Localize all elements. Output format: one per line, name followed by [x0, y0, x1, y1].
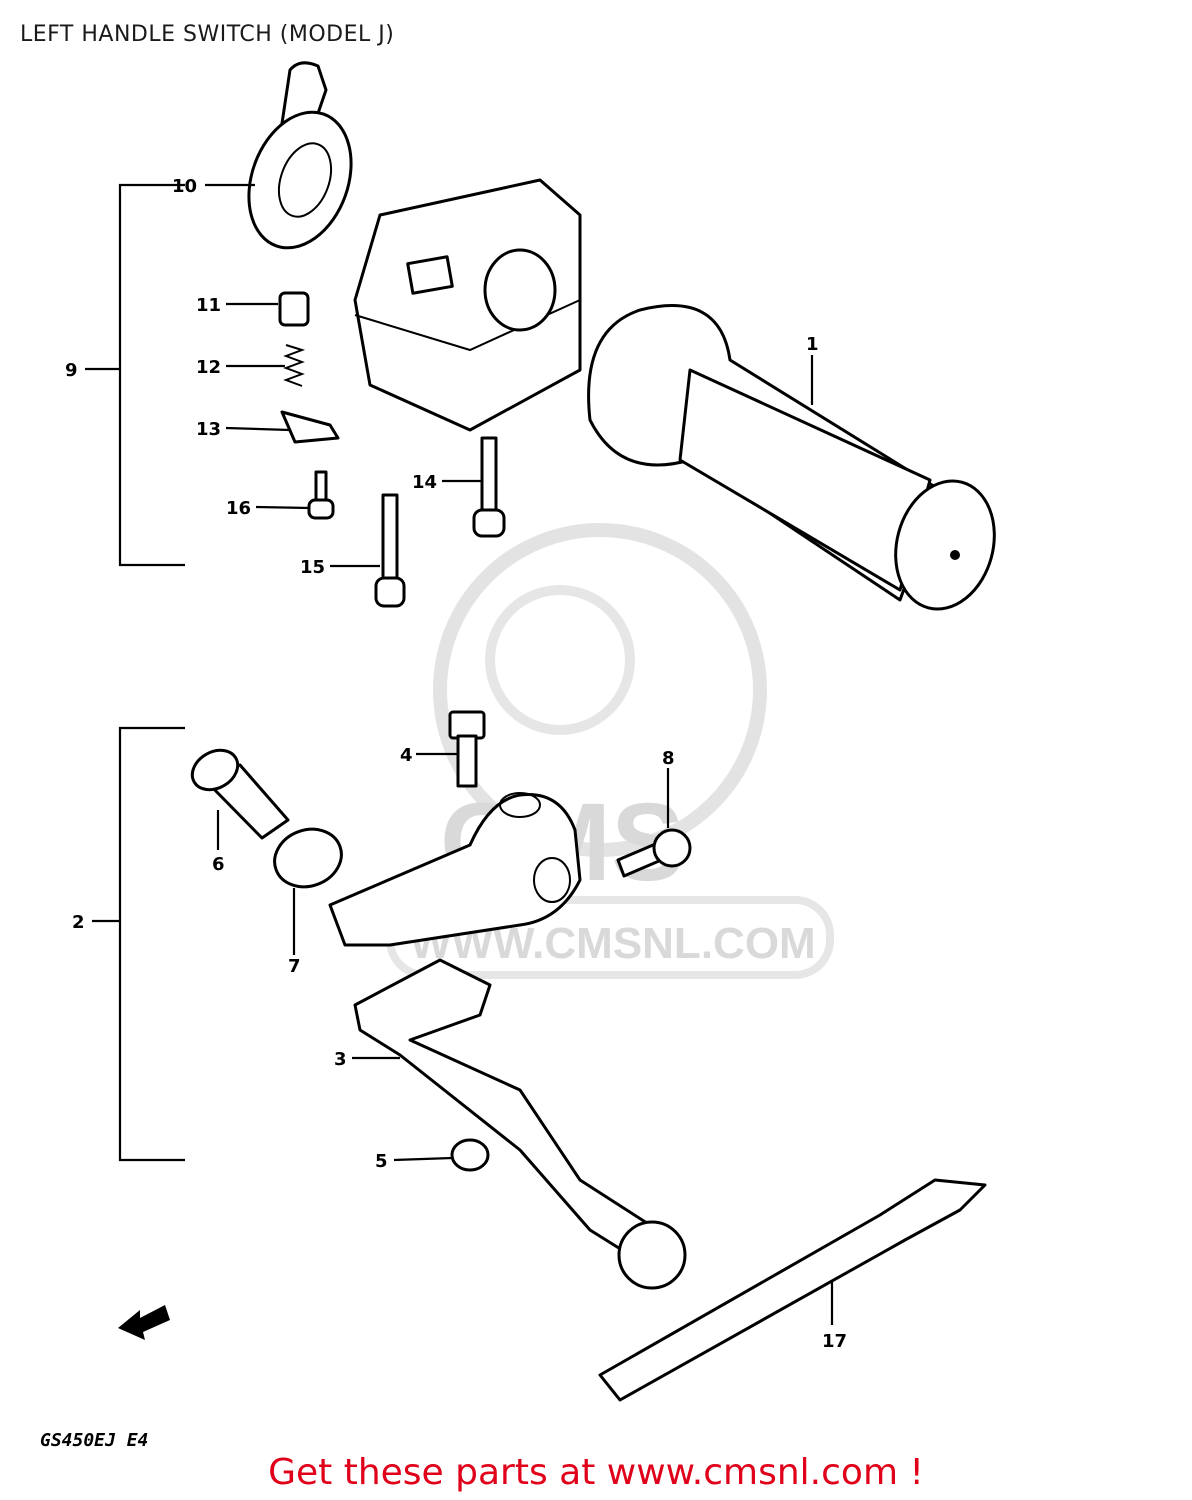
part-9-switch-housing	[353, 178, 582, 432]
part-17-cable-tie	[598, 1178, 987, 1402]
callout-4: 4	[400, 745, 413, 766]
front-direction-arrow-icon	[118, 1305, 170, 1340]
part-15-screw	[374, 493, 406, 608]
leader-lines	[205, 183, 834, 1325]
part-3-clutch-lever	[353, 958, 687, 1290]
bracket-group-2	[92, 726, 185, 1162]
callout-16: 16	[226, 498, 251, 519]
callout-7: 7	[288, 956, 301, 977]
callout-15: 15	[300, 557, 325, 578]
callout-6: 6	[212, 854, 225, 875]
callout-17: 17	[822, 1331, 847, 1352]
part-5-nut	[450, 1138, 490, 1172]
callout-labels: 1 2 3 4 5 6 7 8 9 10 11 12 13 14 15 16 1…	[65, 176, 847, 1352]
part-10-choke-lever	[247, 61, 353, 250]
part-6-bolt	[190, 748, 290, 840]
callout-11: 11	[196, 295, 221, 316]
callout-13: 13	[196, 419, 221, 440]
callout-8: 8	[662, 748, 675, 769]
callout-9: 9	[65, 360, 78, 381]
part-13-contact-plate	[280, 410, 340, 444]
part-2-lever-holder	[328, 792, 582, 947]
footer-promo-link[interactable]: Get these parts at www.cmsnl.com !	[268, 1452, 924, 1493]
part-8-screw	[616, 828, 692, 878]
part-16-screw	[307, 470, 335, 520]
page-title: LEFT HANDLE SWITCH (MODEL J)	[20, 22, 395, 47]
callout-5: 5	[375, 1151, 388, 1172]
diagram-code: GS450EJ E4	[40, 1430, 149, 1451]
part-1-handlebar-grip	[587, 304, 996, 611]
callout-2: 2	[72, 912, 85, 933]
callout-14: 14	[412, 472, 437, 493]
part-14-screw	[472, 436, 506, 538]
callout-3: 3	[334, 1049, 347, 1070]
callout-12: 12	[196, 357, 221, 378]
part-7-adjuster	[273, 827, 343, 889]
part-4-bolt	[448, 710, 486, 788]
part-11-knob	[278, 291, 310, 327]
part-12-spring	[283, 344, 306, 387]
callout-1: 1	[806, 334, 819, 355]
bracket-group-9	[85, 183, 185, 567]
callout-10: 10	[172, 176, 197, 197]
